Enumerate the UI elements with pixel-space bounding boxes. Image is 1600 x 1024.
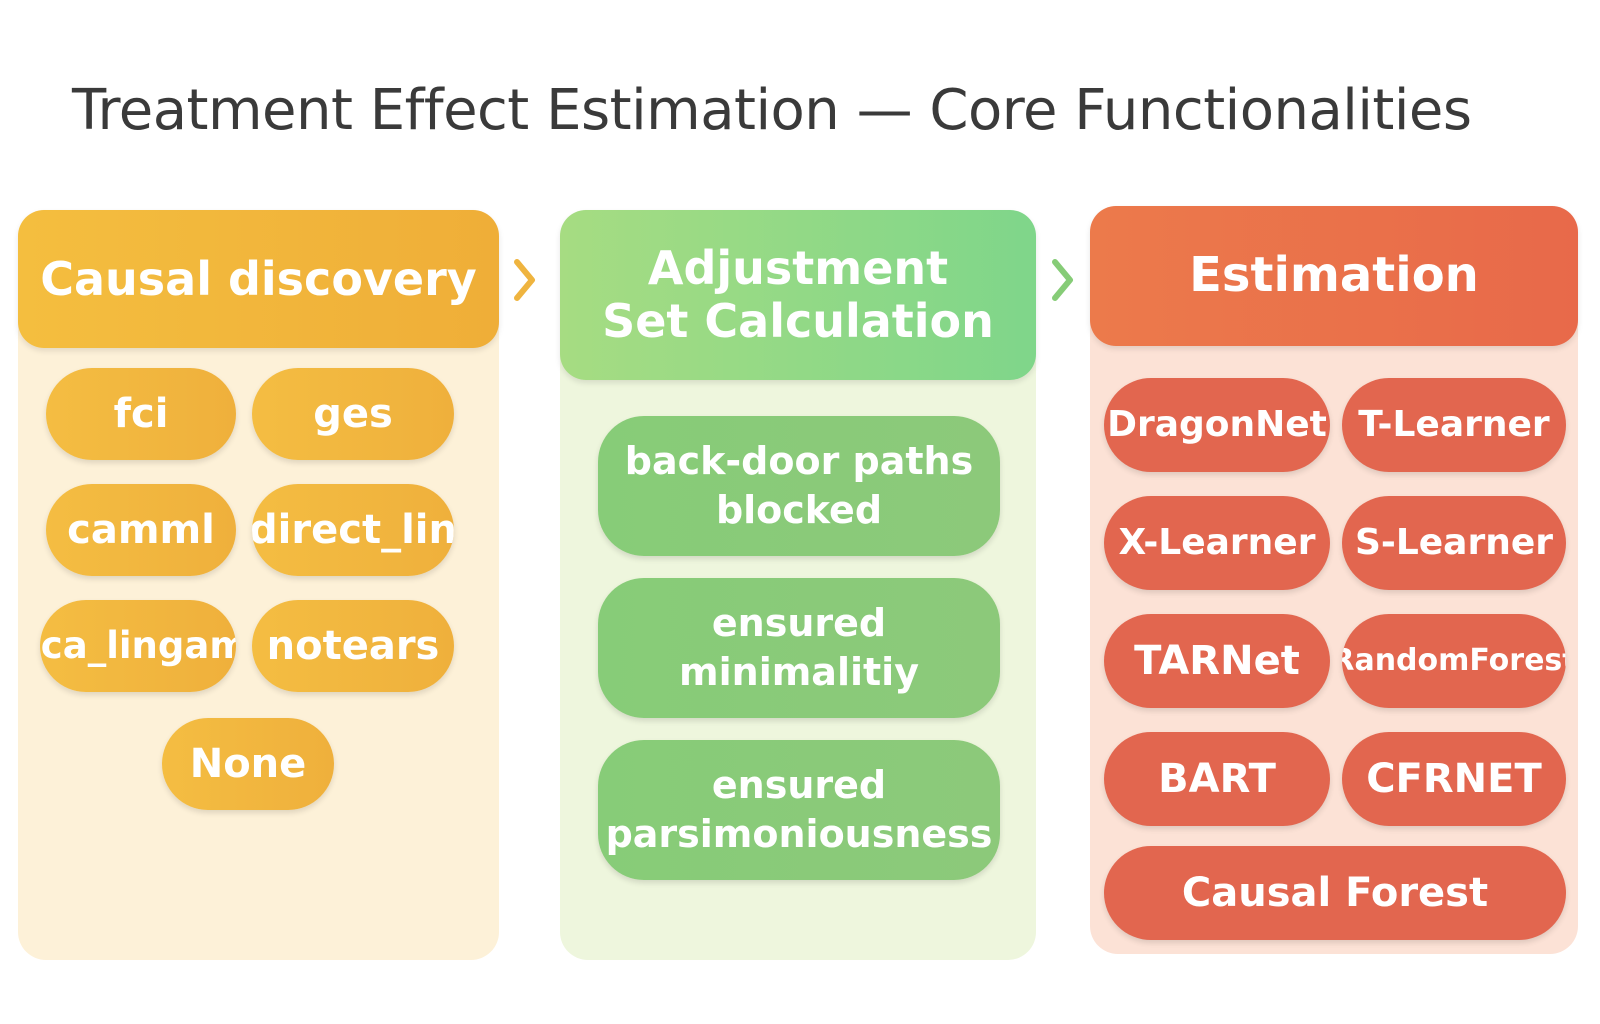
criterion-backdoor-line1: back-door paths — [624, 438, 974, 483]
estimation-header: Estimation — [1090, 206, 1578, 346]
method-pill-ica-lingam: ica_lingam — [40, 600, 236, 692]
adjustment-header-line2: Set Calculation — [602, 294, 994, 348]
estimator-pill-randomforest: RandomForest — [1342, 614, 1566, 708]
method-pill-notears: notears — [252, 600, 454, 692]
criterion-backdoor-line2: blocked — [715, 488, 883, 532]
method-pill-direct-lin: direct_lin — [252, 484, 454, 576]
criterion-parsimoniousness-line1: ensured — [711, 762, 887, 807]
criterion-pill-backdoor: back-door paths blocked — [598, 416, 1000, 556]
criterion-minimality-line2: minimalitiy — [679, 650, 919, 694]
criterion-pill-minimality: ensured minimalitiy — [598, 578, 1000, 718]
estimation-panel: Estimation DragonNet T-Learner X-Learner… — [1090, 206, 1578, 954]
adjustment-header-line1: Adjustment — [647, 241, 949, 296]
estimator-pill-s-learner: S-Learner — [1342, 496, 1566, 590]
estimator-pill-cfrnet: CFRNET — [1342, 732, 1566, 826]
method-pill-camml: camml — [46, 484, 236, 576]
criterion-minimality-line1: ensured — [711, 600, 887, 645]
estimator-pill-x-learner: X-Learner — [1104, 496, 1330, 590]
adjustment-set-panel: Adjustment Set Calculation back-door pat… — [560, 210, 1036, 960]
criterion-parsimoniousness-line2: parsimoniousness — [605, 812, 993, 856]
method-pill-ges: ges — [252, 368, 454, 460]
causal-discovery-panel: Causal discovery fci ges camml direct_li… — [18, 210, 499, 960]
estimator-pill-causal-forest: Causal Forest — [1104, 846, 1566, 940]
page-title: Treatment Effect Estimation — Core Funct… — [72, 78, 1472, 143]
estimator-pill-tarnet: TARNet — [1104, 614, 1330, 708]
method-pill-none: None — [162, 718, 334, 810]
method-pill-fci: fci — [46, 368, 236, 460]
criterion-pill-parsimoniousness: ensured parsimoniousness — [598, 740, 1000, 880]
chevron-right-icon — [514, 259, 535, 301]
chevron-right-icon — [1052, 259, 1073, 301]
estimator-pill-dragonnet: DragonNet — [1104, 378, 1330, 472]
estimator-pill-t-learner: T-Learner — [1342, 378, 1566, 472]
causal-discovery-header: Causal discovery — [18, 210, 499, 348]
estimator-pill-bart: BART — [1104, 732, 1330, 826]
adjustment-set-header: Adjustment Set Calculation — [560, 210, 1036, 380]
